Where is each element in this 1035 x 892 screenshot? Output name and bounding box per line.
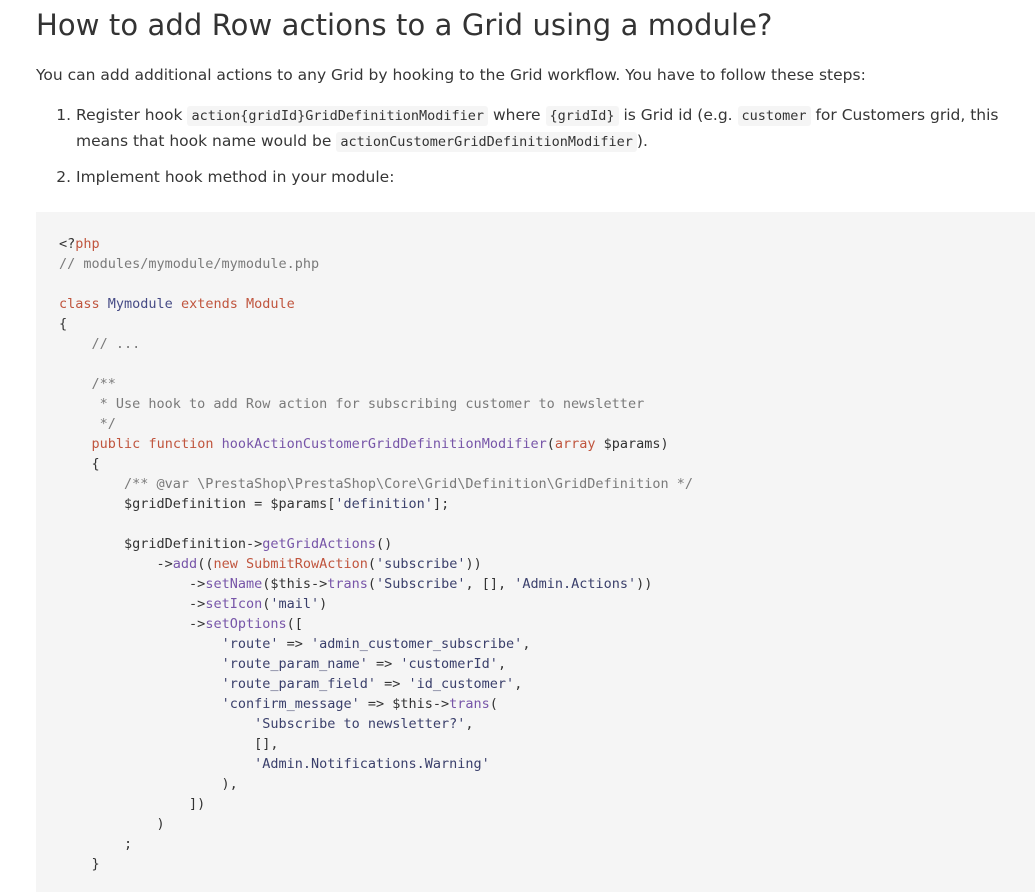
inline-code-customer: customer xyxy=(737,106,811,126)
code-block[interactable]: <?php // modules/mymodule/mymodule.php c… xyxy=(36,212,1035,892)
inline-code-gridid: {gridId} xyxy=(545,106,619,126)
page-title: How to add Row actions to a Grid using a… xyxy=(36,8,773,42)
inline-code-hook-pattern: action{gridId}GridDefinitionModifier xyxy=(187,106,489,126)
step-implement-hook: Implement hook method in your module: xyxy=(76,165,1035,190)
intro-paragraph: You can add additional actions to any Gr… xyxy=(36,66,866,84)
inline-code-hook-name: actionCustomerGridDefinitionModifier xyxy=(336,132,637,152)
step-register-hook: Register hook action{gridId}GridDefiniti… xyxy=(76,103,1035,155)
steps-list: Register hook action{gridId}GridDefiniti… xyxy=(36,103,1035,200)
code-content[interactable]: <?php // modules/mymodule/mymodule.php c… xyxy=(59,236,693,872)
